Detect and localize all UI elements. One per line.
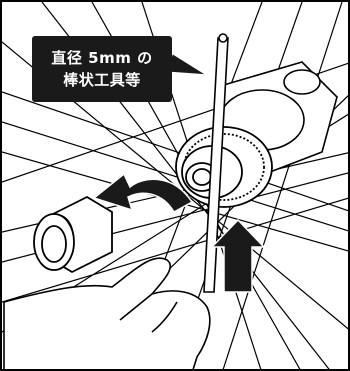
spacer-part (33, 195, 113, 274)
gear-ring (175, 126, 273, 208)
callout-line-1: 直径 5mm の (51, 49, 153, 67)
hand (3, 257, 211, 369)
tool-callout: 直径 5mm の 棒状工具等 (32, 36, 172, 102)
push-arrow (210, 218, 266, 293)
callout-line-2: 棒状工具等 (63, 71, 141, 89)
removal-arrow (92, 172, 194, 214)
hub-body (216, 61, 338, 178)
rod-tool (203, 33, 229, 293)
